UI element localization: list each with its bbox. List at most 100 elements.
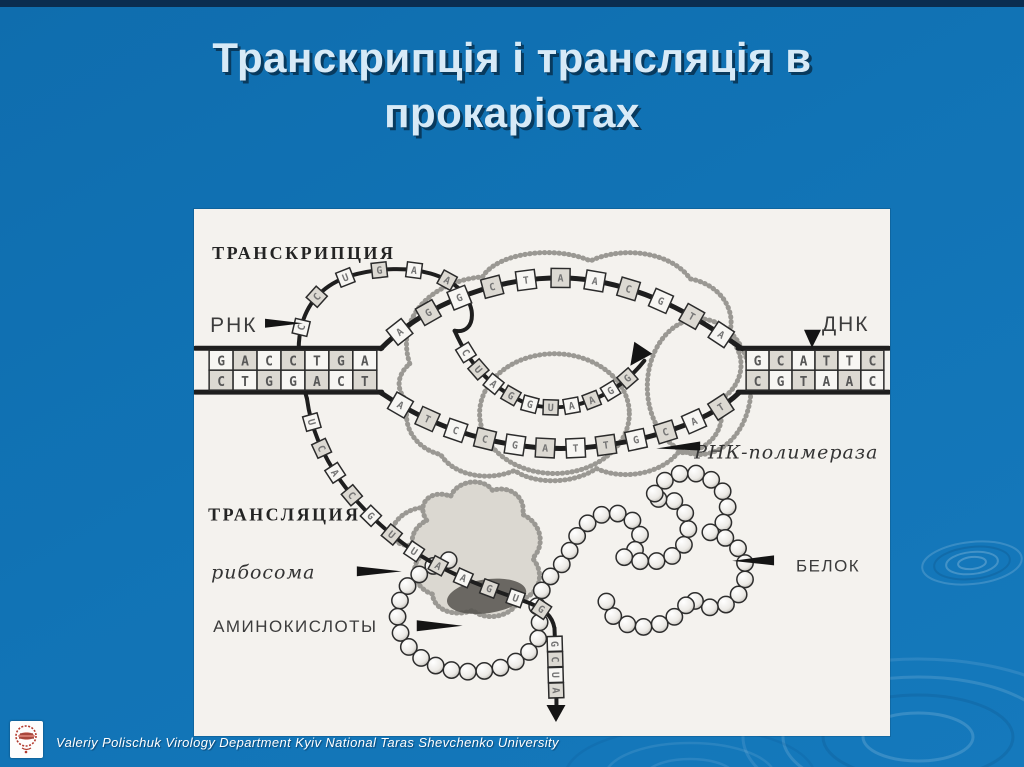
svg-text:C: C [777, 355, 785, 370]
svg-text:A: A [395, 400, 406, 413]
svg-text:C: C [311, 292, 323, 304]
svg-text:A: A [823, 375, 831, 390]
svg-text:A: A [846, 375, 854, 390]
svg-text:G: G [505, 390, 516, 403]
svg-text:C: C [868, 355, 876, 370]
slide-title: Транскрипція і трансляція в прокаріотах [212, 34, 812, 137]
svg-text:G: G [265, 375, 273, 390]
rna-label: РНК [210, 314, 257, 337]
svg-text:C: C [868, 375, 876, 390]
svg-text:C: C [337, 375, 345, 390]
svg-text:A: A [394, 327, 406, 339]
mrna-end-arrow [546, 705, 566, 723]
svg-text:T: T [313, 355, 321, 370]
svg-text:G: G [622, 373, 634, 385]
svg-text:A: A [432, 560, 442, 573]
svg-text:U: U [408, 546, 419, 558]
ribosome-arrow [356, 566, 402, 577]
svg-text:G: G [376, 265, 383, 277]
svg-text:G: G [606, 385, 617, 398]
footer-credit: Valeriy Polischuk Virology Department Ky… [56, 735, 559, 750]
svg-text:A: A [549, 687, 560, 693]
rna-arrow [265, 318, 303, 328]
svg-text:U: U [471, 364, 483, 376]
svg-text:T: T [823, 355, 831, 370]
svg-text:C: C [624, 284, 633, 296]
svg-text:A: A [689, 416, 699, 428]
svg-text:A: A [313, 375, 321, 390]
svg-text:G: G [455, 292, 465, 304]
svg-text:G: G [656, 296, 666, 308]
svg-text:A: A [800, 355, 808, 370]
svg-text:A: A [328, 468, 341, 479]
top-accent-bar [0, 0, 1024, 7]
svg-text:C: C [754, 375, 762, 390]
svg-text:T: T [522, 275, 529, 287]
protein-arrow [732, 555, 775, 566]
svg-text:G: G [511, 440, 519, 452]
svg-text:T: T [686, 311, 697, 324]
svg-text:A: A [458, 573, 468, 585]
svg-text:A: A [361, 355, 369, 370]
university-logo [10, 721, 43, 758]
svg-text:A: A [441, 275, 452, 288]
svg-text:A: A [587, 395, 597, 407]
transcription-label: ТРАНСКРИПЦИЯ [212, 243, 395, 263]
svg-text:G: G [424, 307, 435, 320]
diagram-annotations: ТРАНСКРИПЦИЯ РНК ДНК РНК-полимераза ТРАН… [208, 243, 877, 723]
svg-text:A: A [542, 443, 549, 454]
svg-text:G: G [484, 583, 494, 595]
svg-text:G: G [754, 355, 762, 370]
rna-polymerase-arrow [656, 441, 701, 451]
svg-text:T: T [846, 355, 854, 370]
dna-arrow [804, 329, 821, 348]
svg-text:A: A [487, 379, 499, 391]
ribosome-label: рибосома [211, 561, 315, 583]
protein-label: БЕЛОК [796, 556, 860, 575]
svg-text:T: T [572, 444, 579, 455]
svg-text:G: G [632, 435, 640, 447]
svg-text:T: T [422, 414, 432, 427]
svg-text:T: T [800, 375, 808, 390]
svg-text:U: U [549, 672, 560, 678]
svg-text:T: T [716, 402, 727, 415]
svg-text:T: T [602, 440, 609, 452]
svg-text:G: G [777, 375, 785, 390]
svg-text:T: T [361, 375, 369, 390]
svg-text:C: C [661, 427, 670, 439]
svg-text:C: C [289, 355, 297, 370]
svg-text:A: A [715, 329, 726, 341]
svg-text:C: C [314, 444, 327, 454]
mrna-tail-bases: G C U A [546, 635, 565, 699]
svg-text:G: G [364, 511, 376, 523]
footer: Valeriy Polischuk Virology Department Ky… [0, 718, 1024, 767]
svg-text:G: G [289, 375, 297, 390]
dna-label: ДНК [822, 313, 870, 336]
svg-text:C: C [265, 355, 273, 370]
svg-text:C: C [549, 656, 560, 662]
svg-text:A: A [557, 274, 563, 285]
rna-growing-end-arrow [630, 341, 653, 366]
svg-text:U: U [547, 403, 553, 414]
svg-text:C: C [345, 490, 357, 502]
svg-text:G: G [217, 355, 225, 370]
svg-text:G: G [548, 641, 559, 647]
svg-text:A: A [568, 401, 576, 413]
svg-text:C: C [296, 323, 308, 331]
svg-text:A: A [591, 276, 599, 288]
amino-acids-label: АМИНОКИСЛОТЫ [213, 617, 377, 636]
svg-text:G: G [337, 355, 345, 370]
amino-acids-arrow [416, 620, 463, 632]
svg-text:C: C [459, 348, 472, 359]
svg-text:A: A [241, 355, 249, 370]
svg-text:C: C [217, 375, 225, 390]
svg-text:U: U [511, 593, 520, 605]
